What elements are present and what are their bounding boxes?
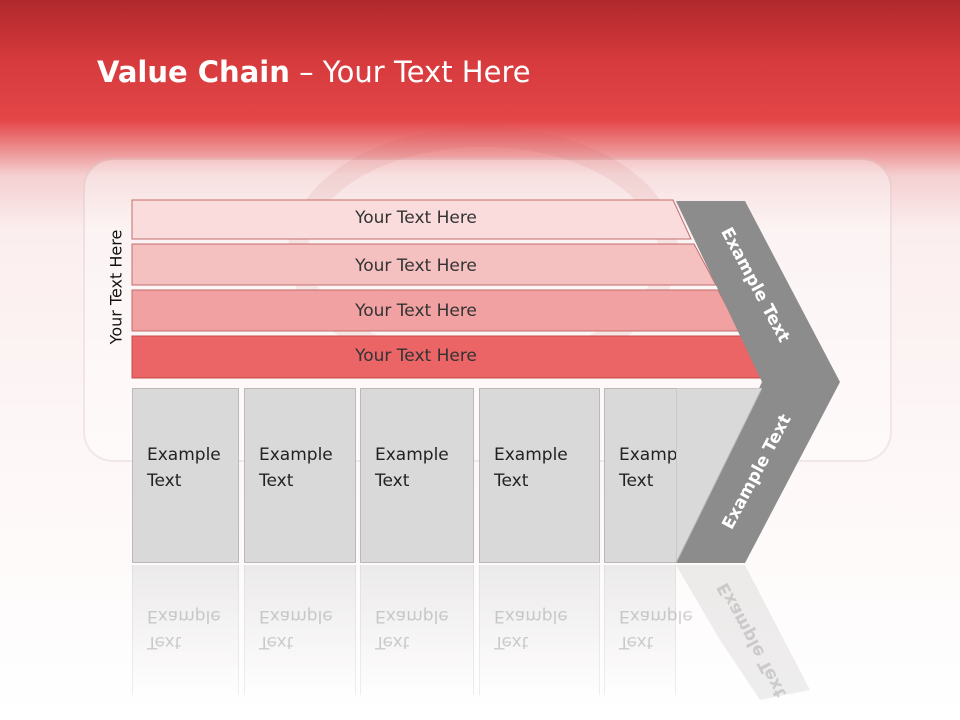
box-3-refl-line2: Text	[375, 632, 410, 652]
slide-title: Value Chain – Your Text Here	[97, 55, 531, 89]
box-1-line1: Example	[147, 445, 221, 465]
box-5-refl-line2: Text	[619, 632, 654, 652]
value-chevron	[676, 201, 840, 563]
band-2-label: Your Text Here	[355, 256, 477, 276]
box-5-reflection: Text Example	[604, 565, 693, 695]
band-1	[131, 199, 692, 240]
activity-box-5-tail	[676, 388, 762, 563]
box-2-refl-line1: Example	[259, 606, 333, 626]
title-bold: Value Chain	[97, 55, 290, 89]
band-1-label: Your Text Here	[355, 208, 477, 228]
box-4-refl-line1: Example	[494, 606, 568, 626]
box-3-reflection: Text Example	[360, 565, 474, 695]
box-1-line2: Text	[147, 471, 182, 491]
box-2-reflection: Text Example	[244, 565, 356, 695]
box-3-refl-line1: Example	[375, 606, 449, 626]
box-2-line1: Example	[259, 445, 333, 465]
box-1-reflection: Text Example	[132, 565, 239, 695]
box-4-reflection: Text Example	[479, 565, 600, 695]
box-1-refl-line1: Example	[147, 606, 221, 626]
box-4-line2: Text	[494, 471, 529, 491]
value-chevron-reflection	[676, 565, 810, 700]
box-2-refl-line2: Text	[259, 632, 294, 652]
box-5-refl-line1: Example	[619, 606, 693, 626]
title-rest: – Your Text Here	[289, 55, 531, 89]
box-4-refl-line2: Text	[494, 632, 529, 652]
box-2-line2: Text	[259, 471, 294, 491]
band-4-label: Your Text Here	[355, 346, 477, 366]
band-3-label: Your Text Here	[355, 301, 477, 321]
box-5-line2: Text	[619, 471, 654, 491]
box-3-line2: Text	[375, 471, 410, 491]
box-4-line1: Example	[494, 445, 568, 465]
box-1-refl-line2: Text	[147, 632, 182, 652]
box-3-line1: Example	[375, 445, 449, 465]
box-5-line1: Example	[619, 445, 693, 465]
